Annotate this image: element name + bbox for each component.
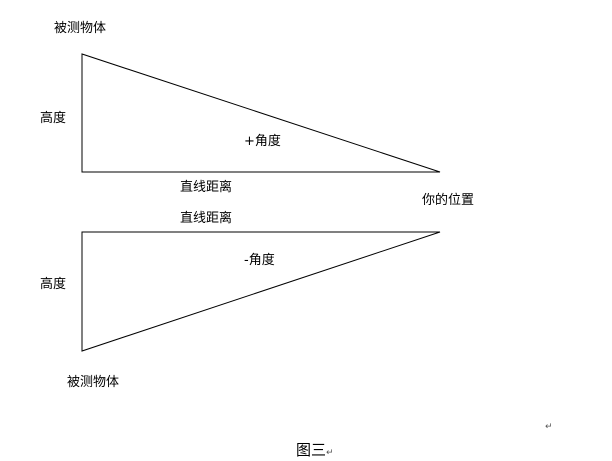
positive-angle-triangle — [81, 53, 441, 173]
bottom-object-label: 被测物体 — [67, 375, 120, 390]
top-height-label: 高度 — [40, 111, 67, 126]
figure-caption: 图三↵ — [296, 441, 334, 459]
observer-position-label: 你的位置 — [422, 193, 475, 208]
positive-angle-label: +角度 — [244, 134, 281, 149]
bottom-distance-label: 直线距离 — [180, 211, 233, 226]
negative-angle-label: -角度 — [244, 253, 275, 268]
top-object-label: 被测物体 — [54, 21, 107, 36]
top-distance-label: 直线距离 — [180, 180, 233, 195]
paragraph-mark-right: ↵ — [545, 422, 553, 432]
bottom-height-label: 高度 — [40, 277, 67, 292]
figure-caption-text: 图三 — [296, 441, 327, 459]
negative-angle-triangle — [81, 231, 441, 352]
paragraph-mark-caption: ↵ — [326, 448, 334, 458]
